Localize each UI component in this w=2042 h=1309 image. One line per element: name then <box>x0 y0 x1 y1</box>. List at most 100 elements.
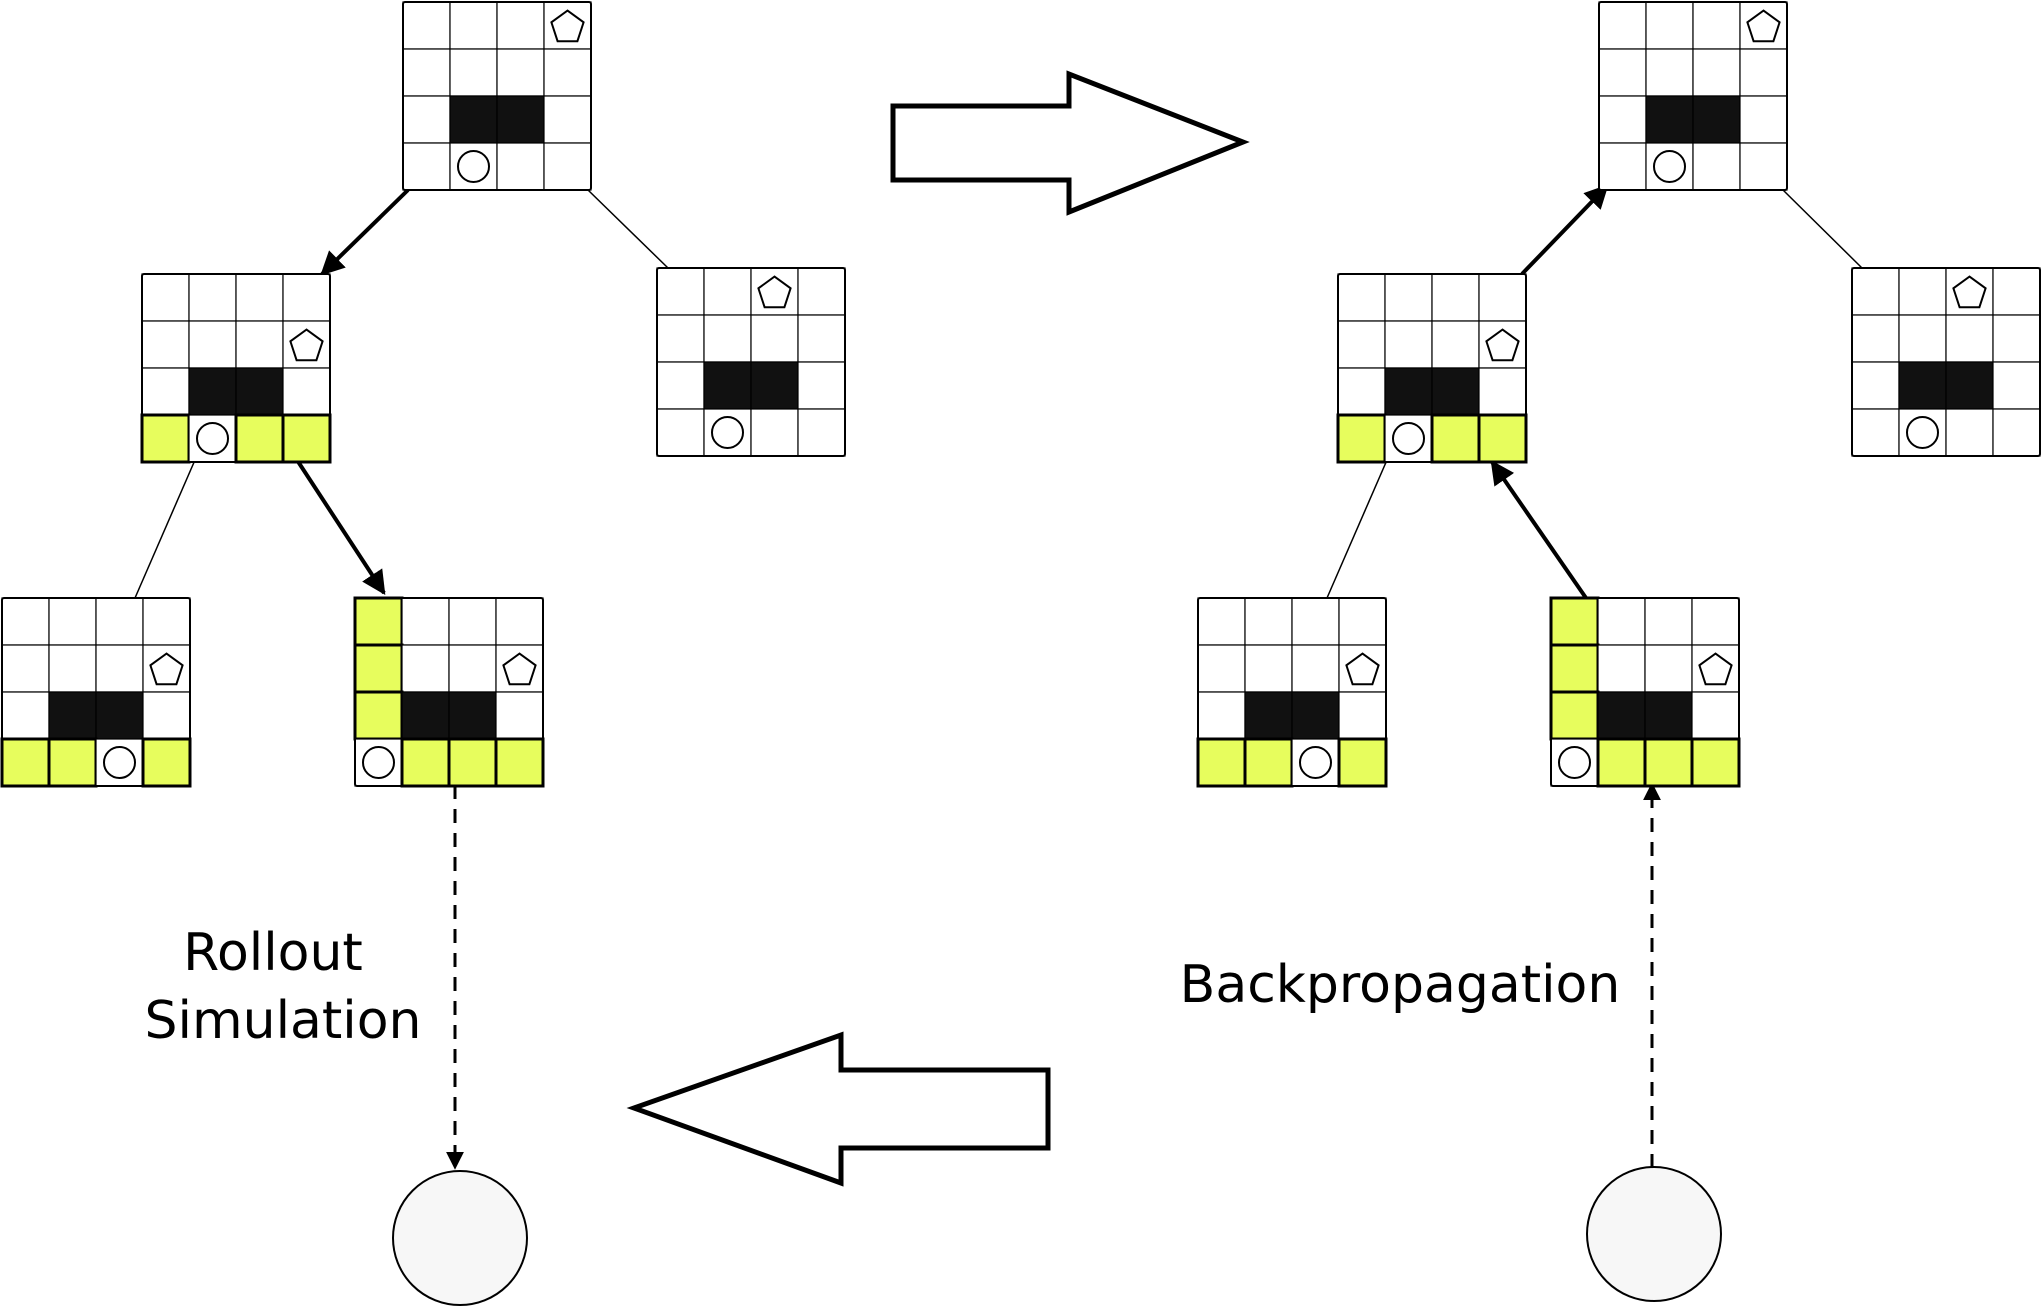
visited-cell <box>494 737 545 788</box>
grid-cell <box>496 142 545 191</box>
circle-icon <box>361 745 396 780</box>
visited-cell <box>1549 690 1600 741</box>
grid-cell <box>1291 597 1340 646</box>
grid-cell <box>1739 48 1788 97</box>
visited-cell <box>1430 413 1481 464</box>
obstacle-cell <box>188 367 237 416</box>
rollout-label-line1: Rollout <box>183 923 363 983</box>
board-border <box>141 273 331 463</box>
grid-cell <box>1692 48 1741 97</box>
obstacle-cell <box>48 691 97 740</box>
board-left-child <box>140 273 332 464</box>
grid-cell <box>797 408 846 457</box>
grid-cell <box>1 691 50 740</box>
grid-cell <box>402 95 451 144</box>
grid-cell <box>797 361 846 410</box>
grid-cell <box>1898 314 1947 363</box>
visited-cell <box>1477 413 1528 464</box>
grid-cell <box>142 597 191 646</box>
visited-cell <box>1336 413 1387 464</box>
grid-cell <box>1598 95 1647 144</box>
board-root <box>402 1 592 191</box>
circle-icon <box>195 421 230 456</box>
edge-left-child-to-grand-right <box>295 458 386 596</box>
grid-cell <box>543 95 592 144</box>
visited-cell <box>140 413 191 464</box>
obstacle-cell <box>1692 95 1741 144</box>
visited-cell <box>353 596 404 647</box>
rollout-label-line2: Simulation <box>145 991 422 1051</box>
grid-cell <box>703 267 752 316</box>
grid-cell <box>1197 691 1246 740</box>
grid-cell <box>1992 361 2041 410</box>
grid-cell <box>141 367 190 416</box>
obstacle-cell <box>401 691 450 740</box>
grid-cell <box>1945 408 1994 457</box>
pentagon-icon <box>1952 275 1987 309</box>
grid-cell <box>142 691 191 740</box>
backprop-terminal-node <box>1586 1166 1722 1302</box>
grid-cell <box>1431 273 1480 322</box>
grid-cell <box>750 408 799 457</box>
obstacle-cell <box>1244 691 1293 740</box>
circle-icon <box>456 149 491 184</box>
grid-cell <box>401 597 450 646</box>
grid-cell <box>48 644 97 693</box>
grid-cell <box>1851 314 1900 363</box>
visited-cell <box>234 413 285 464</box>
obstacle-cell <box>449 95 498 144</box>
grid-cell <box>1692 142 1741 191</box>
grid-cell <box>95 644 144 693</box>
circle-icon <box>1391 421 1426 456</box>
pentagon-icon <box>502 652 537 686</box>
visited-cell <box>1690 737 1741 788</box>
grid-cell <box>48 597 97 646</box>
grid-cell <box>656 314 705 363</box>
rollout-terminal-node <box>392 1170 528 1306</box>
board-grand-right <box>353 596 545 788</box>
pentagon-icon <box>1746 9 1781 43</box>
obstacle-cell <box>750 361 799 410</box>
grid-cell <box>1645 48 1694 97</box>
grid-cell <box>188 320 237 369</box>
circle-icon <box>1652 149 1687 184</box>
edge-left-child-to-grand-left-2 <box>1326 459 1388 599</box>
grid-cell <box>1645 1 1694 50</box>
visited-cell <box>1337 737 1388 788</box>
pentagon-icon <box>1345 652 1380 686</box>
grid-cell <box>1851 267 1900 316</box>
big-arrow-right <box>890 70 1250 216</box>
grid-cell <box>1739 142 1788 191</box>
board-right-child <box>656 267 846 457</box>
obstacle-cell <box>1291 691 1340 740</box>
circle-icon <box>1905 415 1940 450</box>
circle-icon <box>710 415 745 450</box>
board-root-2 <box>1598 1 1788 191</box>
grid-cell <box>1338 691 1387 740</box>
grid-cell <box>1 644 50 693</box>
circle-icon <box>1557 745 1592 780</box>
board-border <box>402 1 592 191</box>
visited-cell <box>400 737 451 788</box>
grid-cell <box>1851 408 1900 457</box>
grid-cell <box>1337 367 1386 416</box>
grid-cell <box>1337 273 1386 322</box>
obstacle-cell <box>1644 691 1693 740</box>
edge-root-to-right-child-2 <box>1782 189 1863 269</box>
visited-cell <box>1549 643 1600 694</box>
visited-cell <box>1596 737 1647 788</box>
grid-cell <box>1244 597 1293 646</box>
grid-cell <box>1478 367 1527 416</box>
grid-cell <box>402 48 451 97</box>
grid-cell <box>1478 273 1527 322</box>
grid-cell <box>1244 644 1293 693</box>
grid-cell <box>448 644 497 693</box>
edge-root-to-left-child <box>320 188 410 276</box>
board-grand-right-2 <box>1549 596 1741 788</box>
visited-cell <box>447 737 498 788</box>
grid-cell <box>1338 597 1387 646</box>
pentagon-icon <box>550 9 585 43</box>
left-tree: Rollout Simulation <box>0 1 846 1306</box>
grid-cell <box>235 320 284 369</box>
visited-cell <box>47 737 98 788</box>
